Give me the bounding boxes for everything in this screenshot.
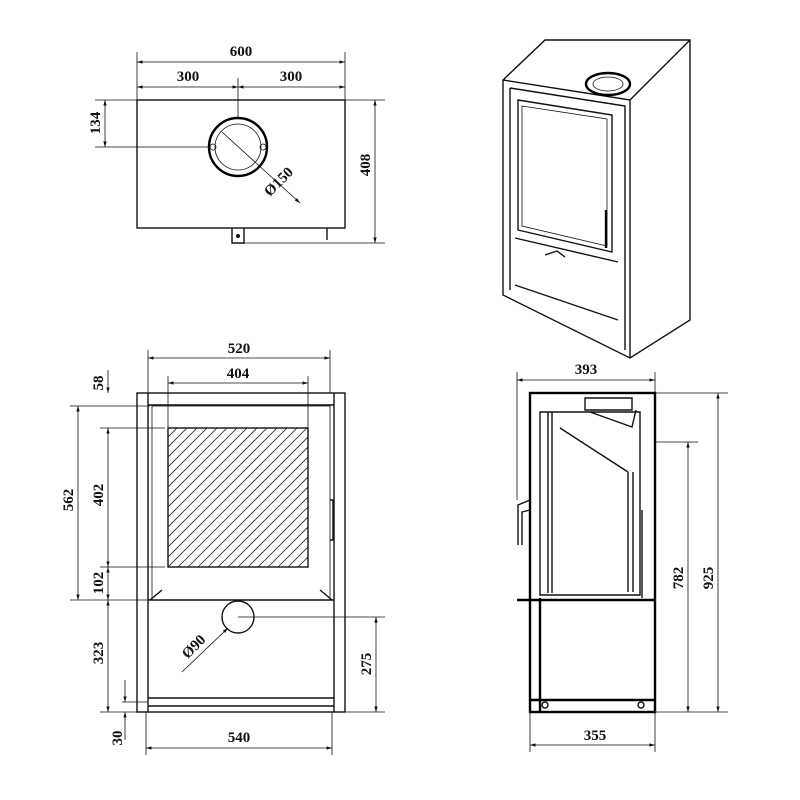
dim-door-height: 562 bbox=[61, 489, 77, 512]
hatch-line bbox=[247, 506, 308, 567]
dim-air-inlet-diameter: Ø90 bbox=[179, 632, 209, 662]
hatch-line bbox=[168, 428, 268, 528]
hatch-line bbox=[168, 428, 248, 508]
hatch-line bbox=[307, 566, 308, 567]
dim-depth: 408 bbox=[358, 154, 374, 177]
top-view-outline bbox=[136, 99, 346, 229]
hatch-line bbox=[297, 556, 308, 567]
top-view: 600 300 300 134 408 Ø150 bbox=[88, 44, 385, 244]
dim-bottom-margin: 102 bbox=[91, 572, 107, 595]
hatch-line bbox=[168, 428, 278, 538]
dim-half-right: 300 bbox=[280, 69, 303, 85]
hatch-line bbox=[197, 456, 308, 567]
glass-hatching bbox=[168, 428, 457, 567]
hatch-line bbox=[168, 428, 288, 548]
hatch-line bbox=[257, 516, 308, 567]
hatch-line bbox=[168, 428, 208, 468]
hatch-line bbox=[168, 428, 228, 488]
side-section-view: 393 782 925 355 bbox=[516, 362, 728, 752]
hatch-line bbox=[227, 486, 308, 567]
hatch-line bbox=[187, 446, 308, 567]
hatch-line bbox=[168, 428, 308, 567]
dim-flue-height: 782 bbox=[671, 567, 687, 590]
dim-foot-height: 30 bbox=[110, 731, 126, 746]
dim-base-width: 540 bbox=[228, 730, 251, 746]
hatch-line bbox=[277, 536, 308, 567]
dim-air-inlet-height: 275 bbox=[359, 653, 375, 676]
hatch-line bbox=[168, 428, 298, 558]
dim-overall-width: 600 bbox=[230, 44, 253, 60]
dim-glass-height: 402 bbox=[91, 484, 107, 507]
dim-top-margin: 58 bbox=[91, 376, 107, 391]
dim-base-depth: 355 bbox=[584, 728, 607, 744]
hatch-line bbox=[267, 526, 308, 567]
dim-body-width: 520 bbox=[228, 341, 251, 357]
dim-flue-diameter: Ø150 bbox=[261, 164, 296, 199]
dim-glass-width: 404 bbox=[227, 366, 250, 382]
front-view: 520 404 58 562 402 102 323 30 540 275 Ø9… bbox=[61, 341, 457, 755]
hatch-line bbox=[168, 428, 178, 438]
hatch-line bbox=[217, 476, 308, 567]
hatch-line bbox=[207, 466, 308, 567]
dim-half-left: 300 bbox=[177, 69, 200, 85]
dim-side-depth: 393 bbox=[575, 362, 598, 378]
dim-total-height: 925 bbox=[701, 567, 717, 590]
hatch-line bbox=[168, 428, 198, 458]
hatch-line bbox=[287, 546, 308, 567]
dim-base-height: 323 bbox=[91, 642, 107, 665]
hatch-line bbox=[168, 428, 238, 498]
hatch-line bbox=[237, 496, 308, 567]
hatch-line bbox=[177, 436, 308, 567]
isometric-view bbox=[502, 39, 691, 359]
hatch-line bbox=[168, 428, 218, 478]
hatch-line bbox=[318, 428, 457, 567]
dim-flue-offset: 134 bbox=[88, 111, 104, 134]
hatch-line bbox=[168, 428, 258, 518]
